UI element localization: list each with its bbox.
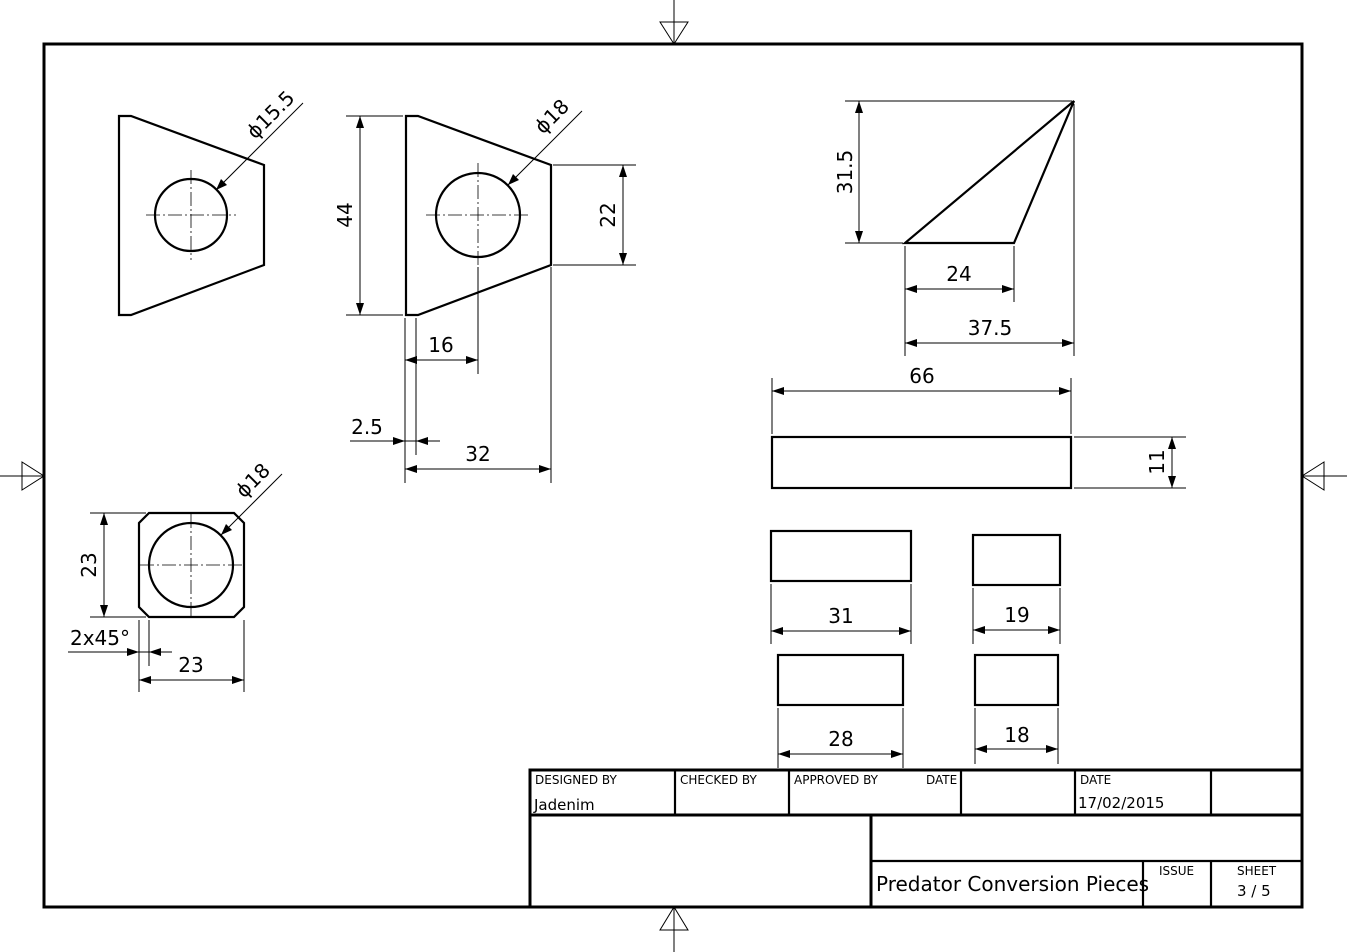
dim-height-11: 11 — [1145, 449, 1169, 474]
approved-date-label: DATE — [926, 773, 957, 787]
part-long-bar: 66 11 — [770, 364, 1186, 490]
dim-height-31-5: 31.5 — [833, 150, 857, 195]
issue-label: ISSUE — [1159, 864, 1194, 878]
part-chamfered-square: ϕ18 23 2x45° 23 — [68, 458, 283, 692]
part-trapezoid-small: ϕ15.5 — [117, 86, 304, 317]
dim-chamfer-2x45: 2x45° — [70, 626, 130, 650]
dim-height-23: 23 — [77, 552, 101, 577]
dim-width-32: 32 — [465, 442, 490, 466]
part-rect-28: 28 — [776, 653, 905, 768]
part-triangle-wedge: 31.5 24 37.5 — [833, 100, 1076, 356]
date-value: 17/02/2015 — [1078, 794, 1164, 812]
dim-height-44: 44 — [333, 202, 357, 227]
part-rect-19: 19 — [971, 533, 1062, 644]
approved-by-label: APPROVED BY — [794, 773, 879, 787]
sheet-label: SHEET — [1237, 864, 1277, 878]
dim-width-19: 19 — [1004, 603, 1029, 627]
part-trapezoid-dimensioned: ϕ18 44 22 16 2.5 32 — [333, 94, 636, 483]
designed-by-label: DESIGNED BY — [535, 773, 617, 787]
dim-offset-16: 16 — [428, 333, 453, 357]
dim-diameter-18: ϕ18 — [530, 94, 574, 138]
part-rect-31: 31 — [769, 529, 913, 644]
sheet-value: 3 / 5 — [1237, 882, 1271, 900]
dim-height-22: 22 — [596, 202, 620, 227]
dim-width-37-5: 37.5 — [968, 316, 1013, 340]
dim-diameter-18-square: ϕ18 — [231, 458, 275, 502]
checked-by-label: CHECKED BY — [680, 773, 757, 787]
title-block: DESIGNED BY Jadenim CHECKED BY APPROVED … — [528, 768, 1304, 909]
dim-width-23: 23 — [178, 653, 203, 677]
drawing-title: Predator Conversion Pieces — [876, 872, 1149, 896]
part-rect-18: 18 — [973, 653, 1060, 764]
designed-by-value: Jadenim — [533, 796, 595, 814]
dim-chamfer-2-5: 2.5 — [351, 415, 383, 439]
date-label: DATE — [1080, 773, 1111, 787]
dim-base-24: 24 — [946, 262, 971, 286]
dim-width-31: 31 — [828, 604, 853, 628]
dim-length-66: 66 — [909, 364, 934, 388]
dim-width-18: 18 — [1004, 723, 1029, 747]
dim-width-28: 28 — [828, 727, 853, 751]
